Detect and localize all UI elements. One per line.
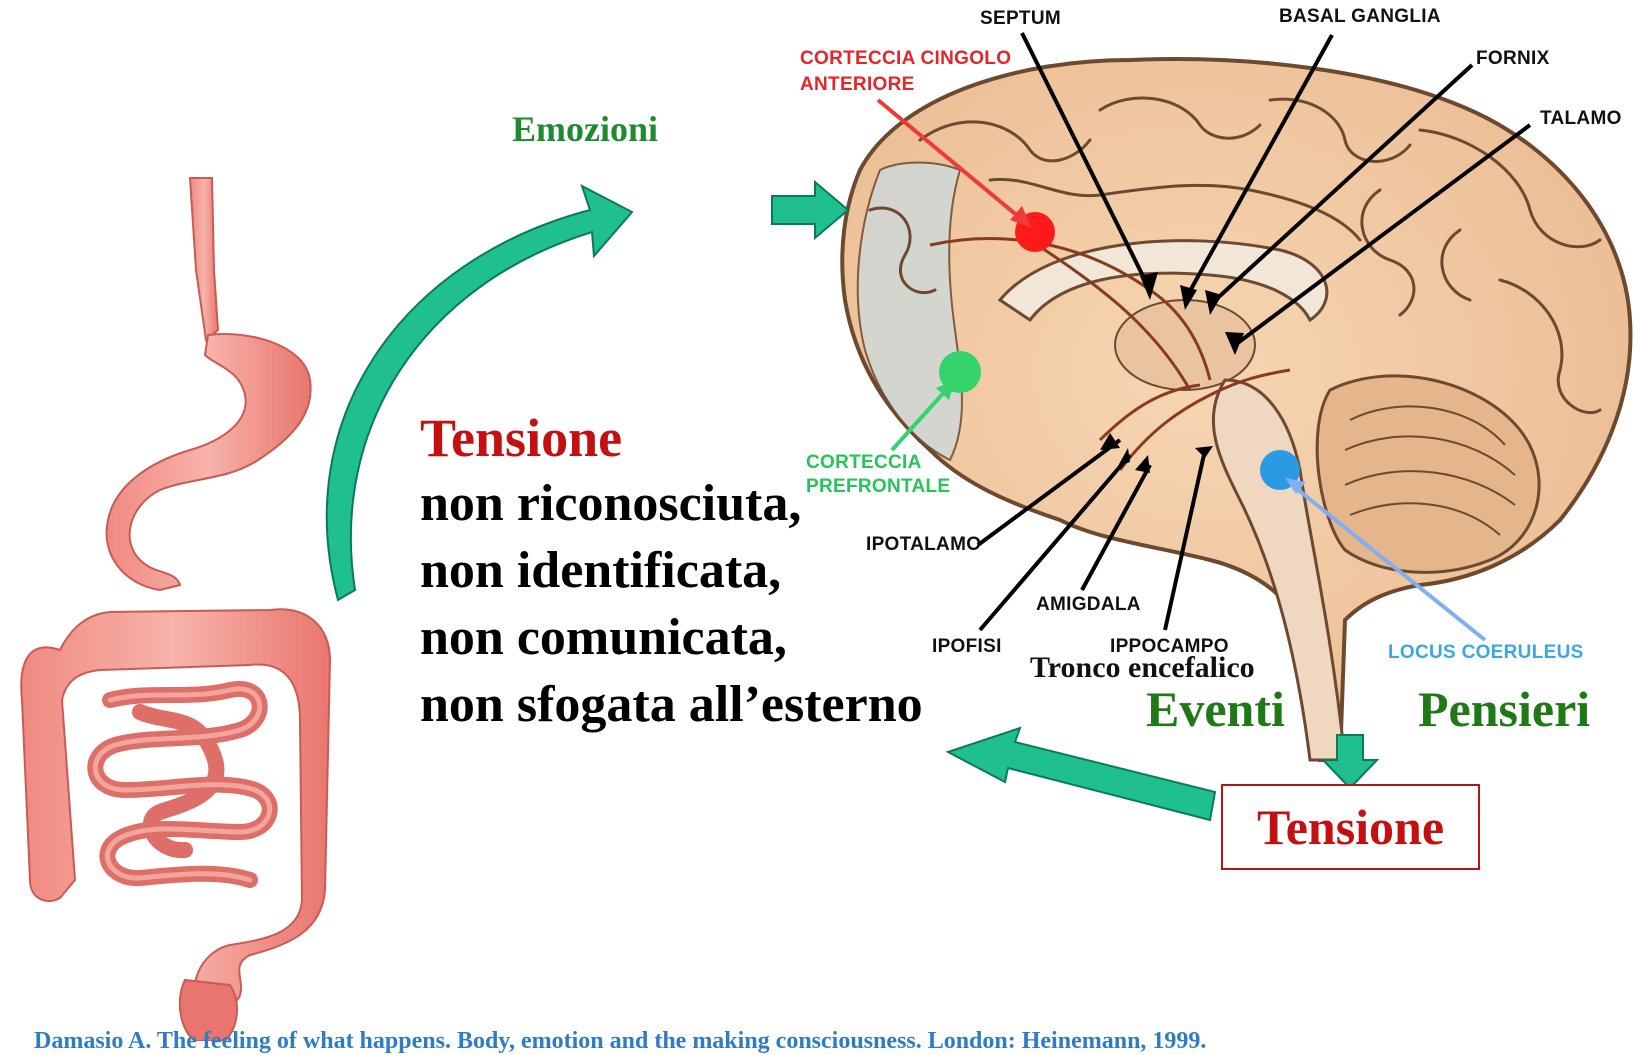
label-ipotalamo: IPOTALAMO	[866, 534, 981, 556]
label-basal-ganglia: BASAL GANGLIA	[1279, 6, 1441, 28]
label-anterior-cingulate-line1: CORTECCIA CINGOLO	[800, 48, 1011, 70]
curved-arrow-gut-to-emotions	[327, 186, 632, 600]
label-ipofisi: IPOFISI	[932, 636, 1002, 658]
label-amigdala: AMIGDALA	[1036, 594, 1141, 616]
digestive-tract-illustration	[21, 178, 330, 1041]
label-anterior-cingulate-line2: ANTERIORE	[800, 74, 915, 96]
tension-box-label: Tensione	[1257, 798, 1444, 856]
emotions-label: Emozioni	[512, 108, 658, 150]
label-locus-coeruleus: LOCUS COERULEUS	[1388, 642, 1584, 664]
label-fornix: FORNIX	[1476, 48, 1550, 70]
tension-line-3: non comunicata,	[420, 608, 787, 667]
label-talamo: TALAMO	[1540, 108, 1622, 130]
label-prefrontal-line2: PREFRONTALE	[806, 476, 950, 498]
arrow-emotions-to-brain	[772, 182, 848, 238]
tension-box: Tensione	[1221, 784, 1480, 870]
tension-title: Tensione	[420, 407, 622, 469]
citation: Damasio A. The feeling of what happens. …	[34, 1028, 1206, 1055]
arrow-tension-to-gut	[948, 728, 1215, 820]
label-prefrontal-line1: CORTECCIA	[806, 452, 922, 474]
tension-line-2: non identificata,	[420, 541, 781, 600]
events-label: Eventi	[1146, 680, 1285, 738]
tension-line-4: non sfogata all’esterno	[420, 675, 923, 734]
thoughts-label: Pensieri	[1418, 680, 1590, 738]
tension-line-1: non riconosciuta,	[420, 474, 801, 533]
label-ippocampo: IPPOCAMPO	[1110, 636, 1229, 658]
label-septum: SEPTUM	[980, 8, 1061, 30]
